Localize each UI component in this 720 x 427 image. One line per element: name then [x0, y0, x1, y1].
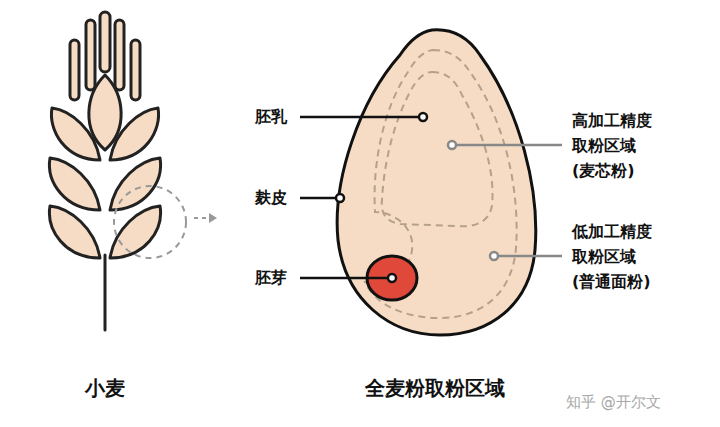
wheat-ear [49, 12, 160, 330]
part-label: 胚芽 [255, 268, 287, 288]
part-label: 麸皮 [255, 188, 287, 208]
caption: 全麦粉取粉区域 [365, 376, 505, 400]
caption: 小麦 [85, 376, 125, 400]
high-precision-region [382, 72, 493, 226]
watermark: 知乎 @开尔文 [566, 393, 661, 412]
zoom-arrow [194, 213, 217, 223]
grain-outline [337, 30, 536, 335]
part-label: 胚乳 [255, 107, 287, 127]
low-precision-region [365, 50, 517, 318]
leader-lines [300, 113, 427, 282]
zoom-circle [114, 186, 186, 258]
region-label: 低加工精度 取粉区域 (普通面粉) [572, 219, 657, 294]
region-label: 高加工精度 取粉区域 (麦芯粉) [572, 108, 657, 183]
region-leaders [448, 141, 562, 260]
